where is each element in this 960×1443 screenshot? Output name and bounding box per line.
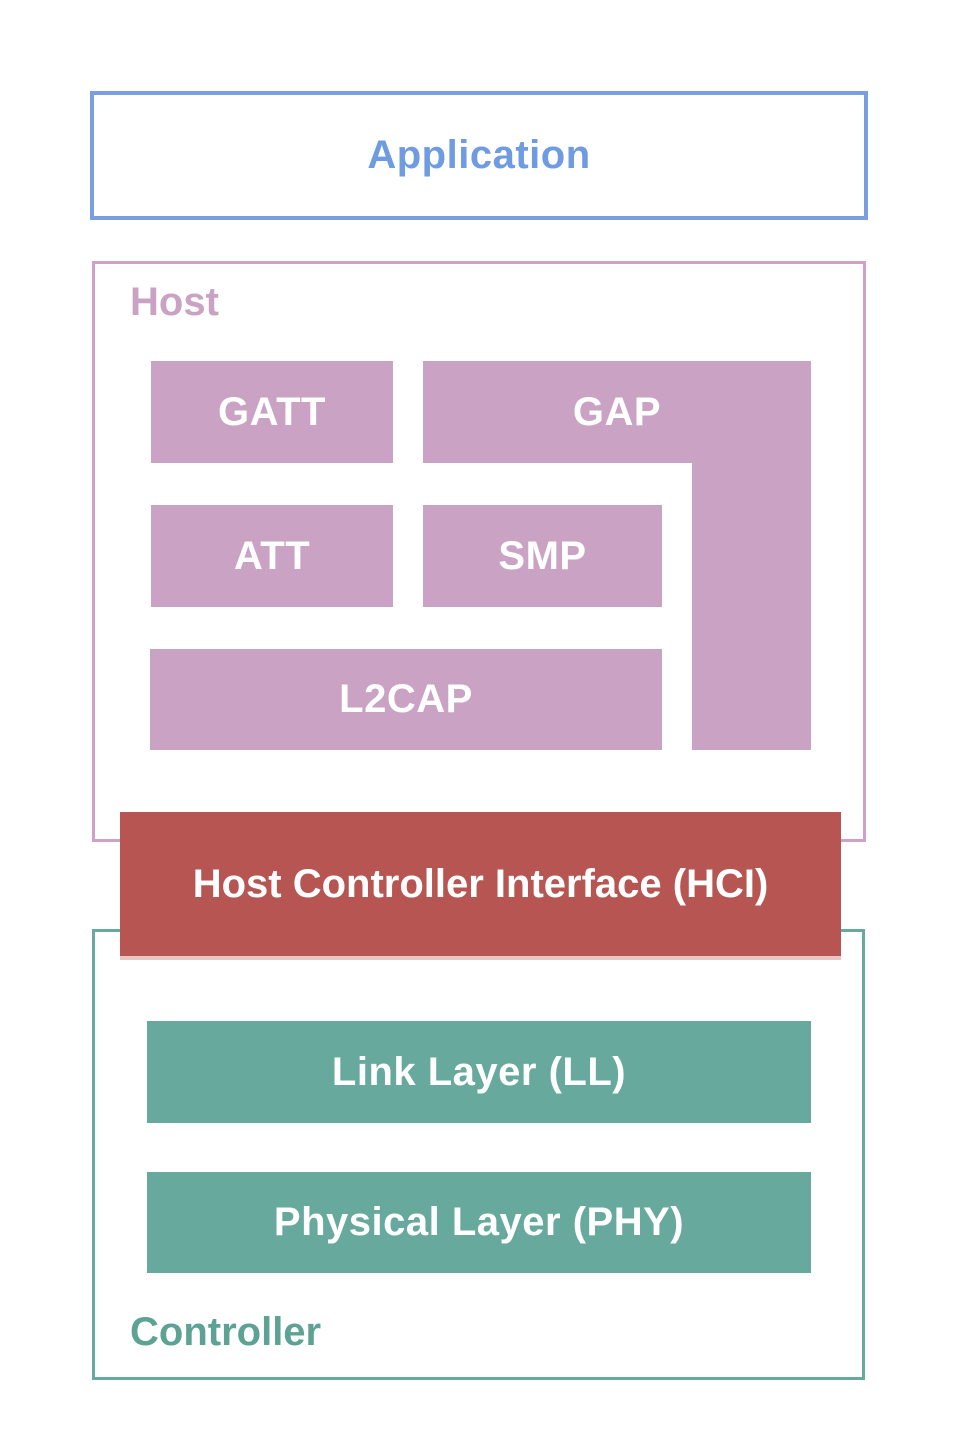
gap-label: GAP: [572, 389, 662, 434]
gap-block: GAP: [423, 361, 811, 463]
application-label: Application: [367, 133, 591, 177]
link-layer-label: Link Layer (LL): [331, 1049, 627, 1094]
controller-label: Controller: [130, 1310, 322, 1354]
gap-extension: [692, 462, 811, 750]
smp-label: SMP: [498, 533, 587, 578]
application-box: Application: [90, 91, 868, 220]
host-label: Host: [130, 280, 219, 324]
physical-layer-block: Physical Layer (PHY): [147, 1172, 811, 1273]
l2cap-label: L2CAP: [339, 677, 473, 721]
hci-block: Host Controller Interface (HCI): [120, 812, 841, 960]
physical-layer-label: Physical Layer (PHY): [273, 1200, 685, 1244]
smp-block: SMP: [423, 505, 662, 607]
att-block: ATT: [151, 505, 393, 607]
controller-box: [92, 929, 865, 1380]
hci-label: Host Controller Interface (HCI): [192, 861, 769, 906]
att-label: ATT: [233, 533, 311, 578]
link-layer-block: Link Layer (LL): [147, 1021, 811, 1123]
l2cap-block: L2CAP: [150, 649, 662, 750]
gatt-label: GATT: [218, 389, 326, 434]
gatt-block: GATT: [151, 361, 393, 463]
